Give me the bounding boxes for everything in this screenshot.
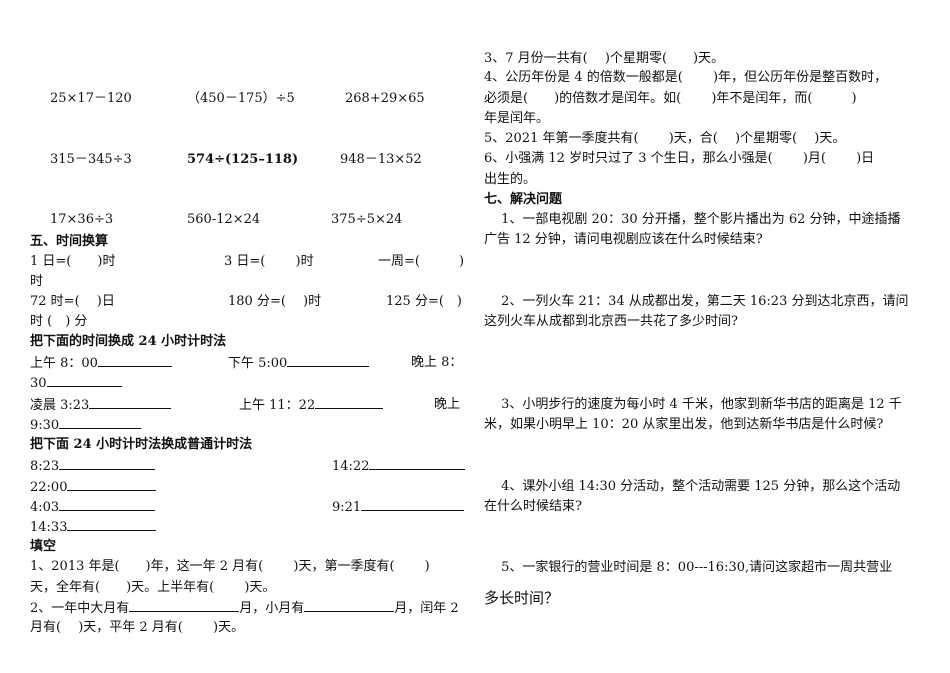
answer-blank[interactable] bbox=[59, 457, 156, 470]
question: 晚上 bbox=[434, 397, 461, 412]
question: 晚上 8： bbox=[411, 355, 463, 370]
answer-blank[interactable] bbox=[361, 498, 465, 511]
answer-blank[interactable] bbox=[315, 396, 384, 409]
time-label: 下午 5:00 bbox=[228, 356, 288, 371]
answer-blank[interactable] bbox=[67, 478, 157, 491]
time-label: 凌晨 3:23 bbox=[30, 398, 90, 413]
question: 凌晨 3:23 bbox=[30, 396, 172, 415]
question: 22:00 bbox=[30, 478, 157, 497]
problem: 米，如果小明早上 10：20 从家里出发，他到达新华书店是什么时候? bbox=[484, 417, 884, 432]
question: 4、公历年份是 4 的倍数一般都是( )年，但公历年份是整百数时， bbox=[484, 70, 888, 85]
expression: 948－13×52 bbox=[340, 152, 422, 167]
text: 月，小月有 bbox=[239, 601, 305, 616]
time-label: 4:03 bbox=[30, 500, 60, 515]
problem: 在什么时候结束? bbox=[484, 499, 582, 514]
section-title: 填空 bbox=[30, 539, 57, 554]
answer-blank[interactable] bbox=[97, 354, 172, 367]
time-label: 上午 11：22 bbox=[239, 398, 316, 413]
expression: 375÷5×24 bbox=[331, 212, 403, 227]
question: 年是闰年。 bbox=[484, 111, 550, 126]
subheading: 把下面的时间换成 24 小时计时法 bbox=[30, 334, 227, 349]
question: 3 日=( )时 bbox=[224, 254, 314, 269]
answer-blank[interactable] bbox=[304, 599, 395, 612]
subheading: 把下面 24 小时计时法换成普通计时法 bbox=[30, 437, 253, 452]
question: 4:03 bbox=[30, 498, 156, 517]
question: 时 ( ) 分 bbox=[30, 314, 88, 329]
question: 30 bbox=[30, 374, 122, 393]
time-label: 14:22 bbox=[332, 459, 370, 474]
expression: 574÷(125–118) bbox=[187, 152, 299, 167]
question: 1、2013 年是( )年，这一年 2 月有( )天，第一季度有( ) bbox=[30, 559, 430, 574]
problem: 5、一家银行的营业时间是 8：00---16:30,请问这家超市一周共营业 bbox=[484, 560, 893, 575]
expression: 315－345÷3 bbox=[50, 152, 132, 167]
question: 125 分=( ) bbox=[386, 294, 462, 309]
answer-blank[interactable] bbox=[67, 518, 157, 531]
question: 时 bbox=[30, 274, 44, 289]
answer-blank[interactable] bbox=[59, 416, 142, 429]
question: 下午 5:00 bbox=[228, 354, 370, 373]
expression: （450－175）÷5 bbox=[187, 91, 295, 106]
problem: 这列火车从成都到北京西一共花了多少时间? bbox=[484, 314, 738, 329]
problem: 1、一部电视剧 20：30 分开播，整个影片播出为 62 分钟，中途插播 bbox=[484, 212, 901, 227]
problem: 3、小明步行的速度为每小时 4 千米，他家到新华书店的距离是 12 千 bbox=[484, 397, 902, 412]
question: 72 时=( )日 bbox=[30, 294, 115, 309]
time-label: 9:30 bbox=[30, 418, 60, 433]
question: 1 日=( )时 bbox=[30, 254, 116, 269]
problem: 4、课外小组 14:30 分活动，整个活动需要 125 分钟，那么这个活动 bbox=[484, 479, 901, 494]
question: 上午 8：00 bbox=[30, 354, 172, 373]
expression: 268+29×65 bbox=[345, 91, 425, 106]
answer-blank[interactable] bbox=[59, 498, 156, 511]
answer-blank[interactable] bbox=[129, 599, 240, 612]
answer-blank[interactable] bbox=[369, 457, 466, 470]
question: 8:23 bbox=[30, 457, 156, 476]
question: 月有( )天，平年 2 月有( )天。 bbox=[30, 620, 245, 635]
problem: 2、一列火车 21：34 从成都出发，第二天 16:23 分到达北京西，请问 bbox=[484, 294, 909, 309]
question: 3、7 月份一共有( )个星期零( )天。 bbox=[484, 51, 725, 66]
question: 出生的。 bbox=[484, 172, 537, 187]
question: 天，全年有( )天。上半年有( )天。 bbox=[30, 580, 276, 595]
section-title: 五、时间换算 bbox=[30, 234, 109, 249]
question: 9:21 bbox=[332, 498, 465, 517]
question: 2、一年中大月有 月，小月有 月，闰年 2 bbox=[30, 599, 459, 618]
question: 6、小强满 12 岁时只过了 3 个生日，那么小强是( )月( )日 bbox=[484, 151, 875, 166]
time-label: 22:00 bbox=[30, 480, 68, 495]
question: 5、2021 年第一季度共有( )天，合( )个星期零( )天。 bbox=[484, 131, 846, 146]
expression: 560-12×24 bbox=[187, 212, 261, 227]
time-label: 上午 8：00 bbox=[30, 356, 98, 371]
text: 月，闰年 2 bbox=[394, 601, 459, 616]
answer-blank[interactable] bbox=[46, 374, 122, 387]
question: 一周=( ) bbox=[378, 254, 465, 269]
section-title: 七、解决问题 bbox=[484, 192, 563, 207]
answer-blank[interactable] bbox=[287, 354, 370, 367]
time-label: 30 bbox=[30, 376, 47, 391]
problem: 多长时间？ bbox=[484, 589, 560, 607]
question: 14:33 bbox=[30, 518, 157, 537]
question: 上午 11：22 bbox=[239, 396, 384, 415]
time-label: 8:23 bbox=[30, 459, 60, 474]
question: 9:30 bbox=[30, 416, 142, 435]
time-label: 14:33 bbox=[30, 520, 68, 535]
answer-blank[interactable] bbox=[89, 396, 172, 409]
time-label: 9:21 bbox=[332, 500, 362, 515]
expression: 25×17－120 bbox=[50, 91, 132, 106]
question: 180 分=( )时 bbox=[228, 294, 322, 309]
question: 必须是( )的倍数才是闰年。如( )年不是闰年，而( ) bbox=[484, 91, 857, 106]
text: 2、一年中大月有 bbox=[30, 601, 130, 616]
problem: 广告 12 分钟，请问电视剧应该在什么时候结束? bbox=[484, 232, 763, 247]
question: 14:22 bbox=[332, 457, 466, 476]
expression: 17×36÷3 bbox=[50, 212, 114, 227]
